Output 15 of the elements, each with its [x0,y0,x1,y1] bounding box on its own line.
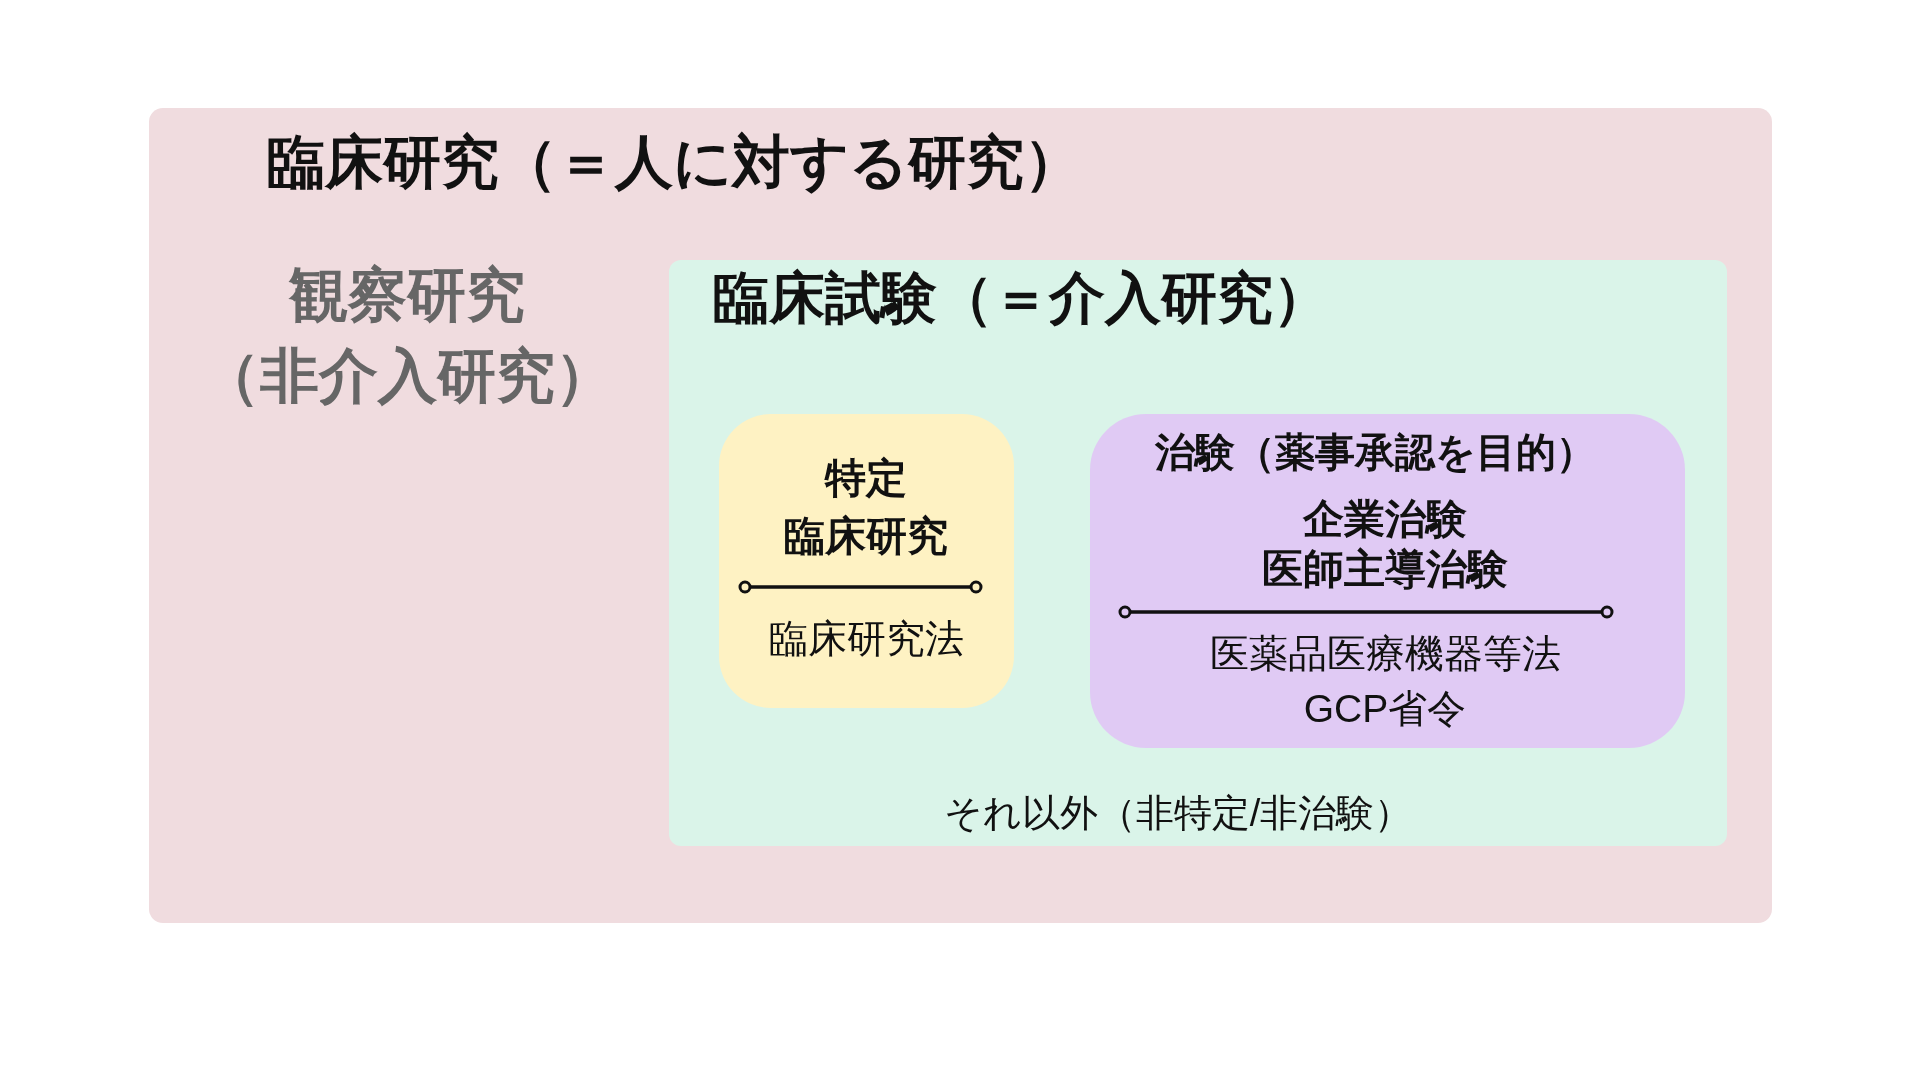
category-label: 観察研究（非介入研究） [199,261,615,411]
category-label: それ以外（非特定/非治験） [942,791,1414,836]
trial-panel [669,260,1727,846]
category-card [1090,414,1685,748]
category-title: 特定臨床研究 [783,454,949,561]
category-card [719,414,1014,708]
trial-type: 企業治験 [1302,495,1468,544]
category-title: 治験（薬事承認を目的） [1153,429,1597,476]
panel-title: 臨床研究（＝人に対する研究） [267,130,1083,194]
panel-title: 臨床試験（＝介入研究） [713,266,1330,330]
research-panel [149,108,1772,923]
law-name: GCP省令 [1302,686,1468,732]
trial-type: 医師主導治験 [1261,545,1509,594]
law-name: 医薬品医療機器等法 [1208,631,1562,677]
law-name: 臨床研究法 [767,616,965,662]
